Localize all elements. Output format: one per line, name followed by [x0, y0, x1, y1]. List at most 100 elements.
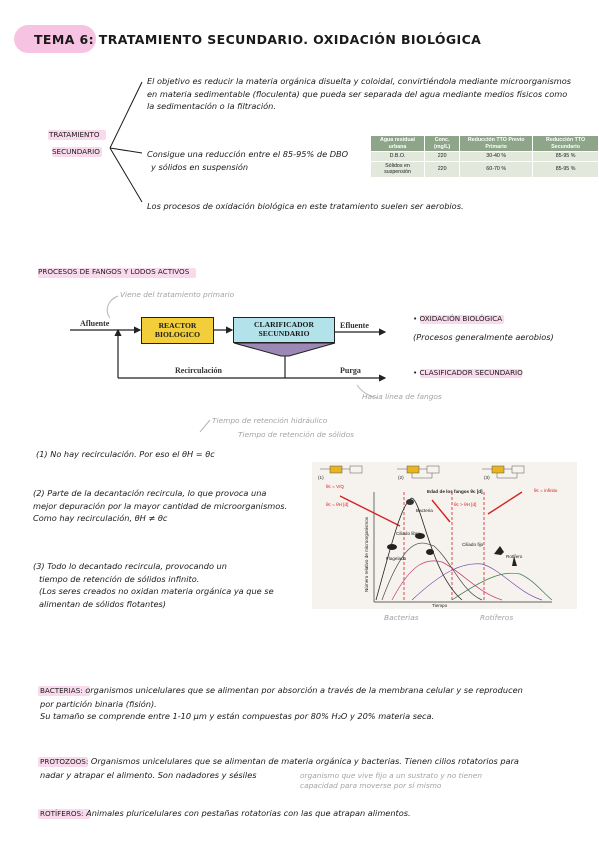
- bullet-highlight: [420, 369, 522, 378]
- text-line: por partición binaria (fisión).: [40, 698, 157, 709]
- text-line: en materia sedimentable (floculenta) que…: [147, 88, 568, 99]
- fig-theta-vq: θc = V/Q: [326, 484, 345, 489]
- table-cell: Sólidos en suspensión: [369, 160, 426, 178]
- reduction-table: Agua residual urbana Conc. (mg/L) Reducc…: [369, 135, 599, 178]
- fig-bacterias-label: Bacterias: [384, 613, 419, 622]
- clarificador-label-2: SECUNDARIO: [258, 329, 310, 338]
- text-line: (3) Todo lo decantado recircula, provoca…: [33, 561, 227, 571]
- bullet-objetivo: El objetivo es reducir la materia orgáni…: [147, 75, 577, 113]
- purga-label: Purga: [340, 366, 361, 375]
- term-highlight: [38, 757, 88, 767]
- term-highlight: [38, 809, 90, 819]
- fig-rotifero: Rotífero: [506, 554, 523, 559]
- figure-graphics: [320, 465, 553, 603]
- table-header: Reducción TTO Previo Primario: [459, 135, 534, 152]
- schematic-2: [397, 465, 440, 479]
- fig-x-axis: Tiempo: [432, 603, 448, 608]
- text-line: y sólidos en suspensión: [151, 161, 249, 172]
- note-tiempo-solidos: Tiempo de retención de sólidos: [238, 430, 354, 439]
- item-1: (1) No hay recirculación. Por eso el θH …: [36, 449, 215, 459]
- bullet-oxidacion: • OXIDACIÓN BIOLÓGICA: [413, 314, 503, 323]
- fig-flagelado: Flagelado: [386, 556, 407, 561]
- fig-ciliado-fijo: Ciliado fijo: [462, 542, 484, 547]
- afluente-label: Afluente: [80, 319, 110, 328]
- label-highlight: [48, 130, 106, 140]
- def-bacterias: BACTERIAS: organismos unicelulares que s…: [40, 684, 580, 723]
- note-tiempo-hidraulico: Tiempo de retención hidráulico: [212, 416, 328, 425]
- title-highlight: [14, 25, 96, 53]
- text-line: mejor depuración por la mayor cantidad d…: [33, 500, 288, 511]
- protozoos-term: PROTOZOOS:: [40, 757, 89, 766]
- text-line: organismo que vive fijo a un sustrato y …: [300, 771, 483, 780]
- bullet-highlight: [420, 315, 504, 324]
- text-line: la sedimentación o la filtración.: [147, 101, 276, 111]
- fig-label-3: (3): [484, 475, 490, 480]
- text-line: capacidad para moverse por sí mismo: [300, 781, 442, 790]
- text-line: alimentan de sólidos flotantes): [39, 598, 166, 609]
- tratamiento-label-2: SECUNDARIO: [52, 147, 100, 156]
- text-line: organismos unicelulares que se alimentan…: [85, 685, 523, 695]
- text-line: Organismos unicelulares que se alimentan…: [90, 756, 519, 766]
- clarificador-box: CLARIFICADOR SECUNDARIO: [233, 317, 335, 343]
- schematic-3: [482, 465, 525, 479]
- reactor-label-2: BIOLOGICO: [154, 330, 201, 339]
- clarificador-label-1: CLARIFICADOR: [254, 320, 314, 329]
- text-line: Como hay recirculación, θH ≠ θc: [33, 513, 168, 523]
- def-protozoos: PROTOZOOS: Organismos unicelulares que s…: [40, 755, 580, 781]
- microorganism-figure: (1) (2) (3) θc = V/Q θc = θH [d] Edad de…: [312, 462, 577, 609]
- bullet-oxidacion-sub: (Procesos generalmente aerobios): [413, 332, 554, 342]
- reactor-biologico-box: REACTOR BIOLOGICO: [141, 317, 214, 344]
- table-cell: 85-95 %: [532, 160, 599, 178]
- reactor-label-1: REACTOR: [158, 321, 197, 330]
- fig-theta-gt: θc > θH [d]: [454, 502, 477, 507]
- fig-theta-eq: θc = θH [d]: [326, 502, 349, 507]
- text-line: (2) Parte de la decantación recircula, l…: [33, 488, 267, 498]
- bacterias-term: BACTERIAS:: [40, 686, 83, 695]
- heading-highlight: [38, 268, 196, 278]
- fig-label-2: (2): [398, 475, 404, 480]
- table-header: Conc. (mg/L): [424, 135, 461, 152]
- text-line: Animales pluricelulares con pestañas rot…: [86, 808, 411, 818]
- clasificador-label: CLASIFICADOR SECUNDARIO: [419, 368, 523, 377]
- def-rotiferos: ROTÍFEROS: Animales pluricelulares con p…: [40, 807, 580, 821]
- schematic-1: [320, 465, 363, 474]
- table-header: Reducción TTO Secundario: [532, 135, 599, 152]
- text-line: Su tamaño se comprende entre 1-10 µm y e…: [40, 711, 435, 721]
- fig-ciliado-libre: Ciliado libre: [396, 531, 421, 536]
- note-hacia-fangos: Hacia línea de fangos: [362, 392, 442, 401]
- item-3: (3) Todo lo decantado recircula, provoca…: [33, 560, 303, 610]
- bullet-aerobios: Los procesos de oxidación biológica en e…: [147, 201, 464, 211]
- bullet-clasificador: • CLASIFICADOR SECUNDARIO: [413, 368, 523, 377]
- clarificador-cone: [233, 342, 336, 357]
- note-viene-primario: Viene del tratamiento primario: [120, 290, 235, 299]
- fig-label-1: (1): [318, 475, 324, 480]
- text-line: (Los seres creados no oxidan materia org…: [39, 586, 274, 596]
- fig-edad-label: Edad de los fangos θc [d]: [427, 489, 483, 494]
- tratamiento-label-1: TRATAMIENTO: [49, 130, 100, 139]
- text-line: nadar y atrapar el alimento. Son nadador…: [40, 769, 257, 780]
- table-cell: 60-70 %: [459, 160, 534, 178]
- bullet-reduccion: Consigue una reducción entre el 85-95% d…: [147, 148, 367, 173]
- text-line: El objetivo es reducir la materia orgáni…: [147, 76, 572, 86]
- fig-rotiferos-label: Rotíferos: [480, 613, 514, 622]
- oxidacion-label: OXIDACIÓN BIOLÓGICA: [419, 314, 503, 323]
- label-highlight: [52, 147, 102, 157]
- item-2: (2) Parte de la decantación recircula, l…: [33, 487, 303, 525]
- page-title: TEMA 6: TRATAMIENTO SECUNDARIO. OXIDACIÓ…: [34, 32, 482, 47]
- recirculacion-label: Recirculación: [175, 366, 222, 375]
- fig-theta-inf: θc = infinito: [534, 488, 558, 493]
- fig-y-axis: Número relativo de microorganismos: [364, 516, 369, 592]
- table-row: D.B.O. 220 30-40 % 85-95 %: [369, 151, 599, 162]
- table-cell: 220: [424, 160, 461, 178]
- text-line: Consigue una reducción entre el 85-95% d…: [147, 149, 349, 159]
- rotiferos-term: ROTÍFEROS:: [40, 809, 84, 818]
- table-row: Sólidos en suspensión 220 60-70 % 85-95 …: [369, 160, 599, 178]
- term-highlight: [38, 686, 90, 696]
- table-header: Agua residual urbana: [369, 135, 426, 152]
- text-line: tiempo de retención de sólidos infinito.: [39, 573, 200, 584]
- note-sesiles: organismo que vive fijo a un sustrato y …: [300, 771, 482, 791]
- fig-bacteria: Bacteria: [416, 508, 433, 513]
- section-heading-fangos: PROCESOS DE FANGOS Y LODOS ACTIVOS: [38, 267, 190, 276]
